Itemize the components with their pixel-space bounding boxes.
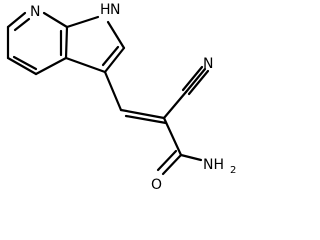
bond-c2-c3-inner	[101, 45, 120, 67]
bond-c5-c4-inner	[12, 55, 38, 71]
bond-c7a-n7	[42, 11, 69, 29]
chemical-structure-diagram: N H N N O NH 2	[6, 2, 236, 193]
bond-c4-c3a	[34, 56, 68, 76]
bond-c3-c3a	[64, 56, 107, 74]
bond-nitrile-triple-a	[181, 65, 204, 92]
bond-c7a-n1	[65, 15, 100, 29]
bond-nitrile-triple-c	[187, 69, 210, 96]
bond-n1-c2	[106, 20, 126, 50]
pyrrole-nitrogen-label: N	[110, 2, 120, 18]
bond-alpha-carbonyl	[162, 116, 183, 157]
amide-nitrogen-label: NH	[203, 157, 224, 173]
pyridine-nitrogen-label: N	[30, 4, 40, 20]
nitrile-nitrogen-label: N	[203, 56, 213, 72]
bond-n7-c6-inner	[13, 17, 31, 32]
bond-nitrile-triple-b	[184, 67, 207, 94]
amide-nitrogen-subscript: 2	[230, 165, 236, 176]
bond-vinyl-alpha-double-a	[119, 108, 166, 120]
pyrrole-hydrogen-label: H	[100, 2, 111, 18]
bond-c5-c4	[6, 56, 38, 76]
bond-c2-c3	[103, 46, 126, 74]
bond-carbonyl-double-b	[156, 149, 178, 172]
bond-carbonyl-amide	[179, 153, 203, 162]
bond-n7-c6	[6, 11, 27, 29]
structure-canvas: N H N N O NH 2	[6, 2, 237, 193]
bond-c3a-c7a	[64, 25, 69, 60]
bond-carbonyl-double-a	[161, 153, 183, 176]
bond-vinyl-alpha-double-b	[124, 114, 168, 125]
bond-alpha-nitrile-carbon	[162, 90, 188, 120]
carbonyl-oxygen-label: O	[151, 177, 162, 193]
bond-c3-vinyl	[103, 70, 123, 112]
